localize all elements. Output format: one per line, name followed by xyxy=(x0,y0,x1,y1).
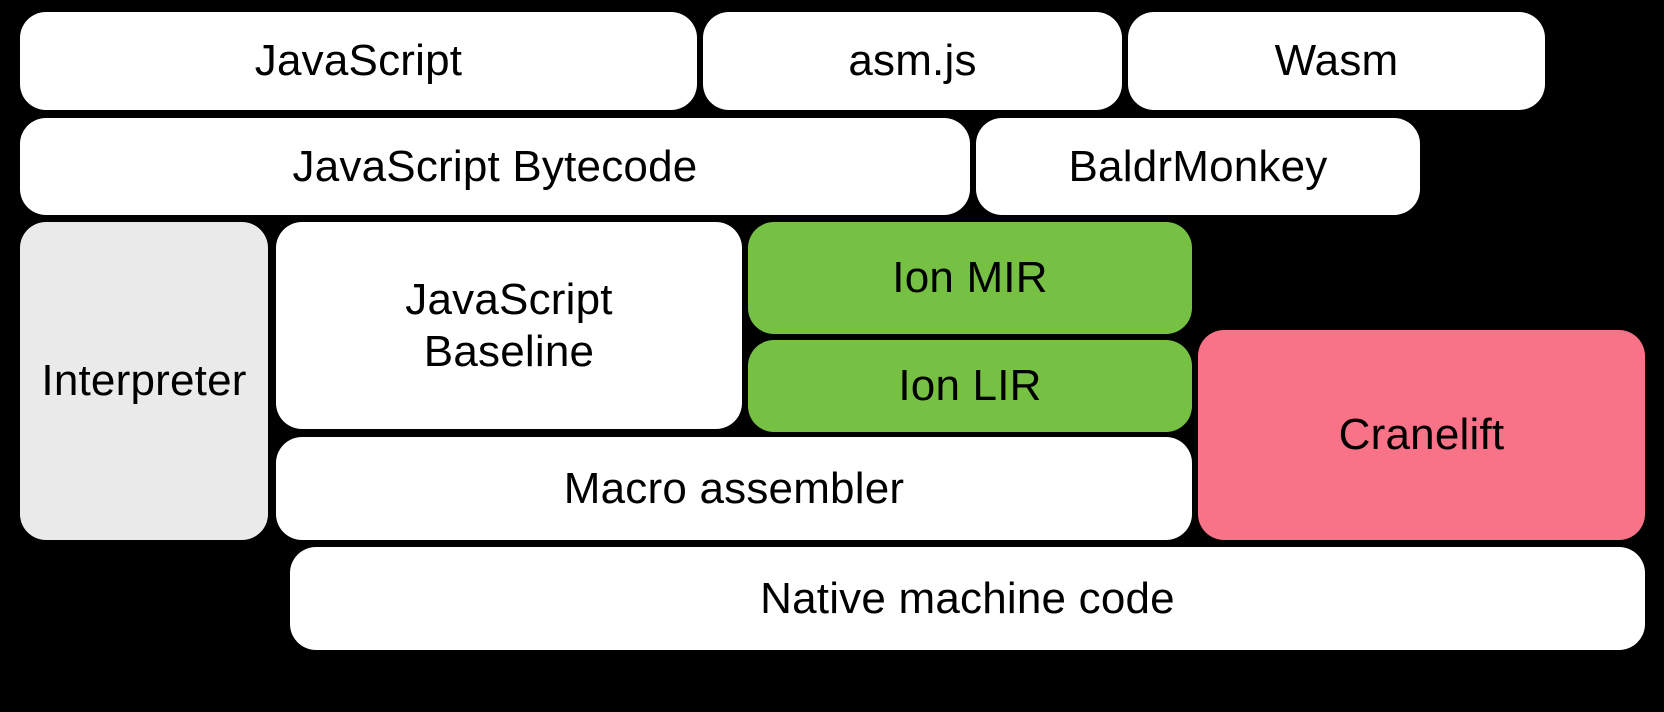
node-macro-assembler[interactable]: Macro assembler xyxy=(276,437,1192,540)
node-javascript[interactable]: JavaScript xyxy=(20,12,697,110)
node-ion-lir[interactable]: Ion LIR xyxy=(748,340,1192,432)
node-native-machine-code[interactable]: Native machine code xyxy=(290,547,1645,650)
node-baldrmonkey-label: BaldrMonkey xyxy=(1068,141,1328,191)
node-javascript-bytecode-label: JavaScript Bytecode xyxy=(292,141,698,191)
node-javascript-label: JavaScript xyxy=(254,36,463,86)
node-ion-lir-label: Ion LIR xyxy=(898,361,1042,411)
node-wasm[interactable]: Wasm xyxy=(1128,12,1545,110)
node-asmjs[interactable]: asm.js xyxy=(703,12,1122,110)
node-wasm-label: Wasm xyxy=(1274,36,1399,86)
node-ion-mir[interactable]: Ion MIR xyxy=(748,222,1192,334)
node-interpreter-label: Interpreter xyxy=(41,356,247,406)
node-macro-assembler-label: Macro assembler xyxy=(563,463,905,513)
node-javascript-bytecode[interactable]: JavaScript Bytecode xyxy=(20,118,970,215)
node-javascript-baseline[interactable]: JavaScript Baseline xyxy=(276,222,742,429)
node-baldrmonkey[interactable]: BaldrMonkey xyxy=(976,118,1420,215)
node-ion-mir-label: Ion MIR xyxy=(892,253,1048,303)
node-native-machine-code-label: Native machine code xyxy=(760,573,1175,623)
node-javascript-baseline-label: JavaScript Baseline xyxy=(405,275,613,376)
node-interpreter[interactable]: Interpreter xyxy=(20,222,268,540)
node-cranelift-label: Cranelift xyxy=(1338,410,1505,460)
node-asmjs-label: asm.js xyxy=(848,36,977,86)
node-cranelift[interactable]: Cranelift xyxy=(1198,330,1645,540)
